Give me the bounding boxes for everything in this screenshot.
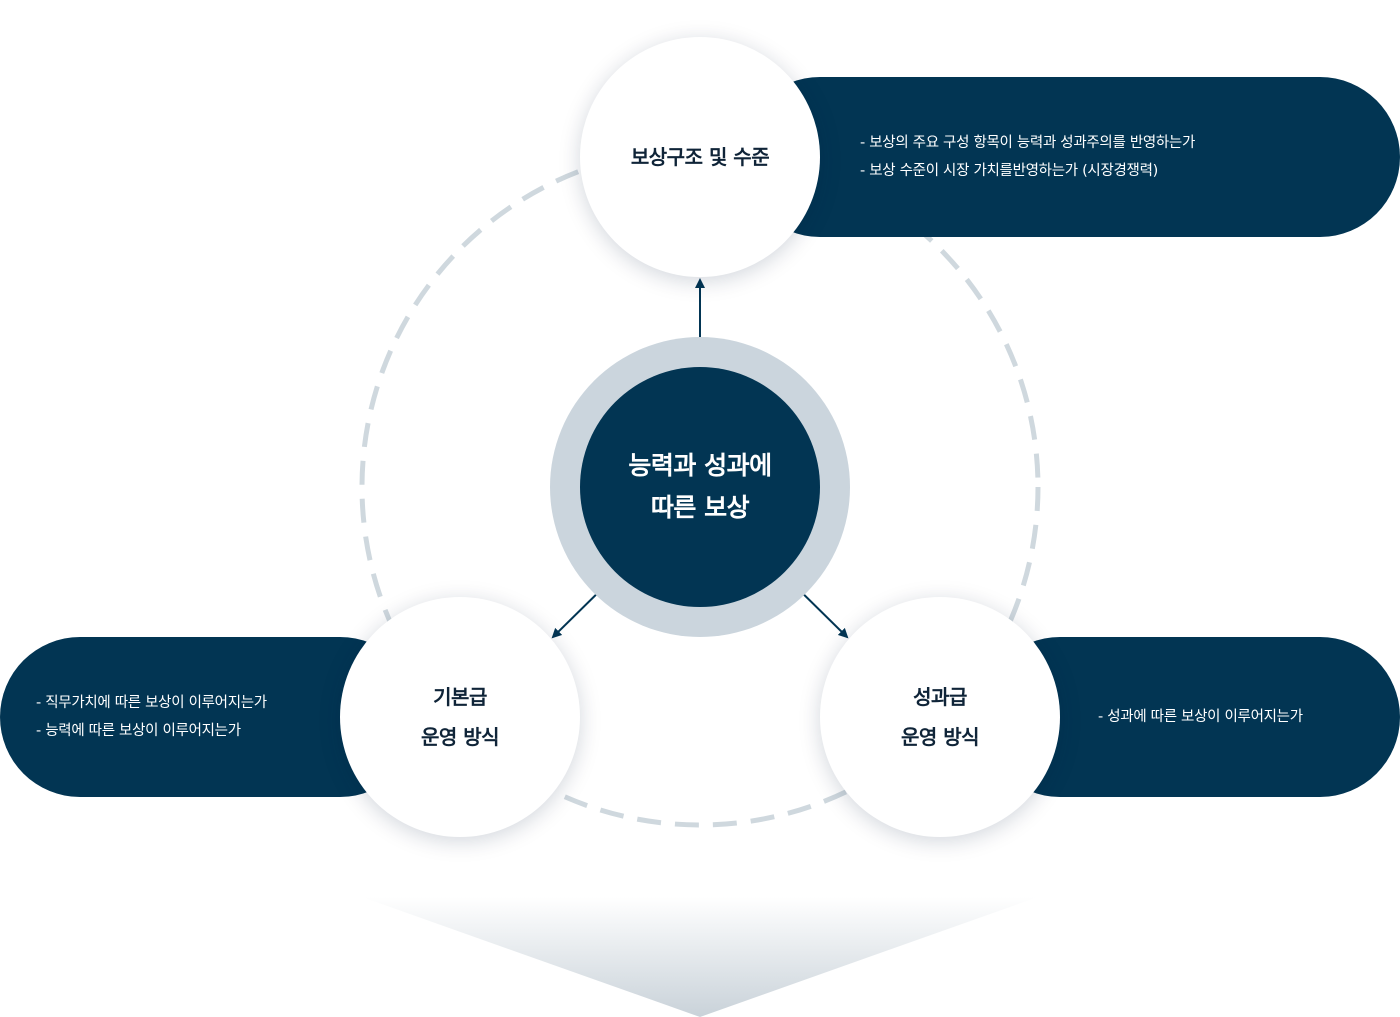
node-left-label-line-1: 기본급 [433,685,487,709]
node-top-label: 보상구조 및 수준 [630,145,770,169]
left-bullet-2: - 능력에 따른 보상이 이루어지는가 [36,723,241,739]
center-title-line-2: 따른 보상 [650,493,750,522]
top-bullet-2: - 보상 수준이 시장 가치를반영하는가 (시장경쟁력) [860,163,1158,179]
node-right-label-line-2: 운영 방식 [900,725,980,749]
node-base-salary: 기본급 운영 방식 [340,597,580,837]
top-bullet-1: - 보상의 주요 구성 항목이 능력과 성과주의를 반영하는가 [860,135,1196,151]
node-right-label-line-1: 성과급 [913,685,967,709]
node-compensation-structure: 보상구조 및 수준 [580,37,820,277]
node-performance-bonus: 성과급 운영 방식 [820,597,1060,837]
center-title-line-1: 능력과 성과에 [628,451,772,480]
center-hub: 능력과 성과에 따른 보상 [580,367,820,607]
bottom-down-arrow [362,897,1038,1017]
left-bullet-1: - 직무가치에 따른 보상이 이루어지는가 [36,695,267,711]
top-description-panel: - 보상의 주요 구성 항목이 능력과 성과주의를 반영하는가 - 보상 수준이… [740,77,1400,237]
right-bullet-1: - 성과에 따른 보상이 이루어지는가 [1098,709,1303,725]
dashed-orbit [359,146,1041,828]
node-left-label-line-2: 운영 방식 [420,725,500,749]
